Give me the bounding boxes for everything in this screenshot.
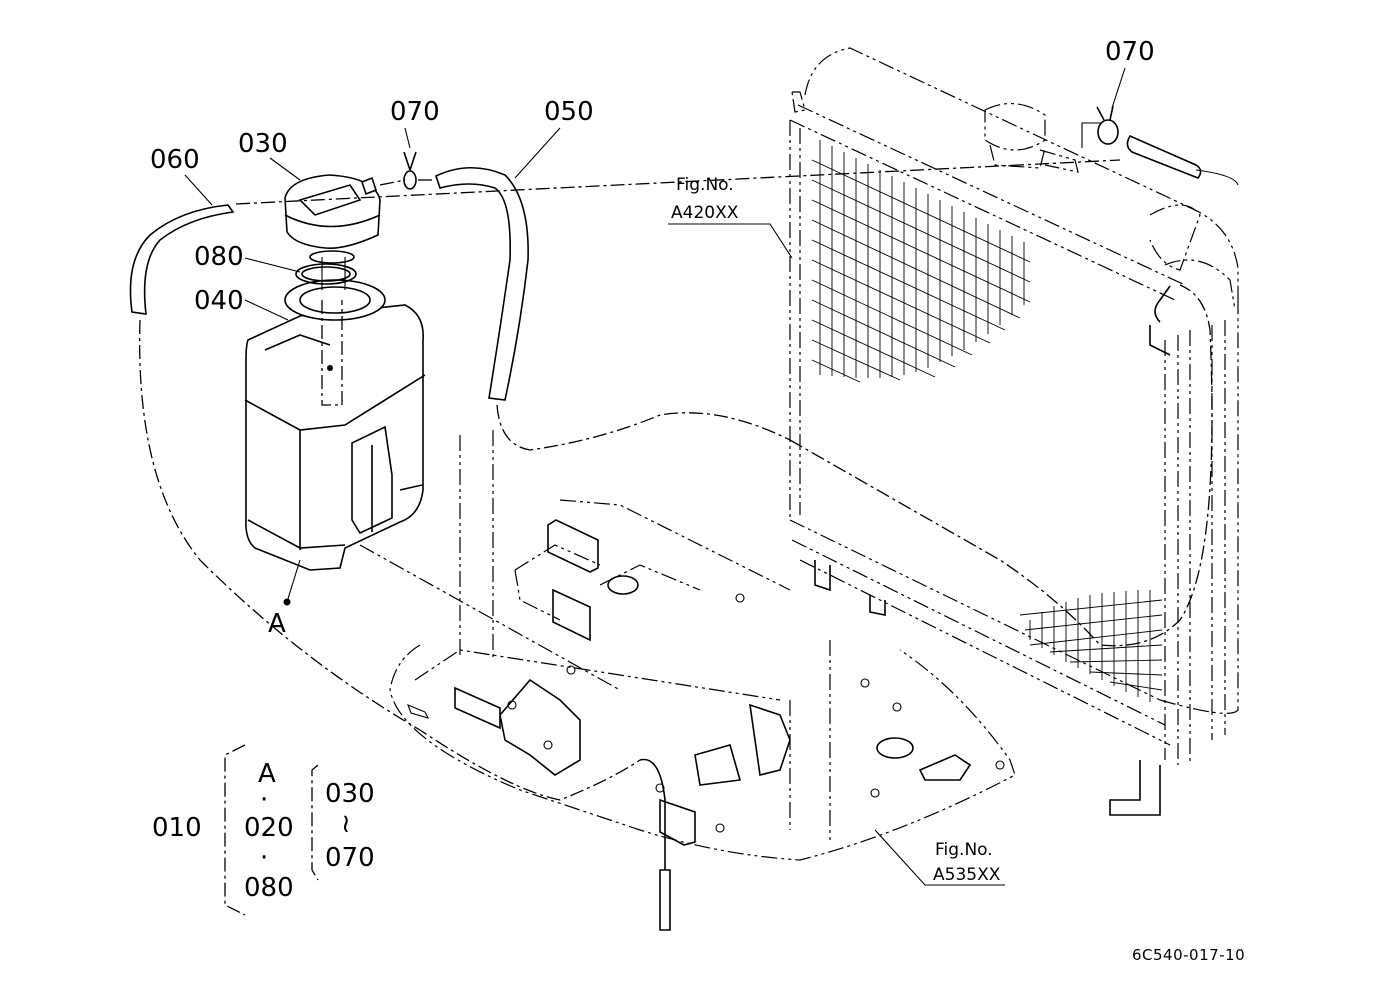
tank-cap — [284, 174, 381, 264]
overflow-pipe — [139, 159, 1213, 931]
callout-070-top: 070 — [1105, 37, 1155, 67]
fig-ref-radiator-line2: A420XX — [671, 203, 739, 223]
radiator-core-upper — [811, 140, 1031, 383]
hose-clamp-left — [403, 151, 417, 190]
key-left-4: 080 — [244, 873, 294, 903]
key-right-2: 070 — [325, 843, 375, 873]
key-left-0: A — [258, 759, 276, 789]
fig-ref-frame-line2: A535XX — [933, 865, 1001, 885]
fig-ref-radiator-line1: Fig.No. — [676, 175, 734, 195]
drawing-code: 6C540-017-10 — [1132, 946, 1245, 964]
leader-lines — [184, 67, 1126, 886]
callout-070-left: 070 — [390, 97, 440, 127]
frame-drawing — [359, 430, 1016, 861]
key-left-1: · — [260, 785, 268, 815]
callout-050: 050 — [544, 97, 594, 127]
radiator-drawing — [789, 47, 1239, 816]
assembly-number: 010 — [152, 813, 202, 843]
key-left-3: · — [260, 843, 268, 873]
callout-060: 060 — [150, 145, 200, 175]
key-right-0: 030 — [325, 779, 375, 809]
fig-ref-frame-line1: Fig.No. — [935, 840, 993, 860]
callout-080: 080 — [194, 242, 244, 272]
assembly-key: 010 A · 020 · 080 030 ≀ 070 — [152, 744, 375, 916]
hose-clamp-right — [1096, 105, 1239, 186]
hose-060 — [129, 204, 235, 315]
callout-040: 040 — [194, 286, 244, 316]
reserve-tank — [244, 279, 426, 606]
hose-050 — [435, 166, 529, 401]
radiator-core-lower — [1019, 590, 1163, 702]
callout-030: 030 — [238, 129, 288, 159]
key-right-1: ≀ — [341, 809, 351, 839]
callout-point-a: A — [268, 609, 286, 639]
key-left-2: 020 — [244, 813, 294, 843]
